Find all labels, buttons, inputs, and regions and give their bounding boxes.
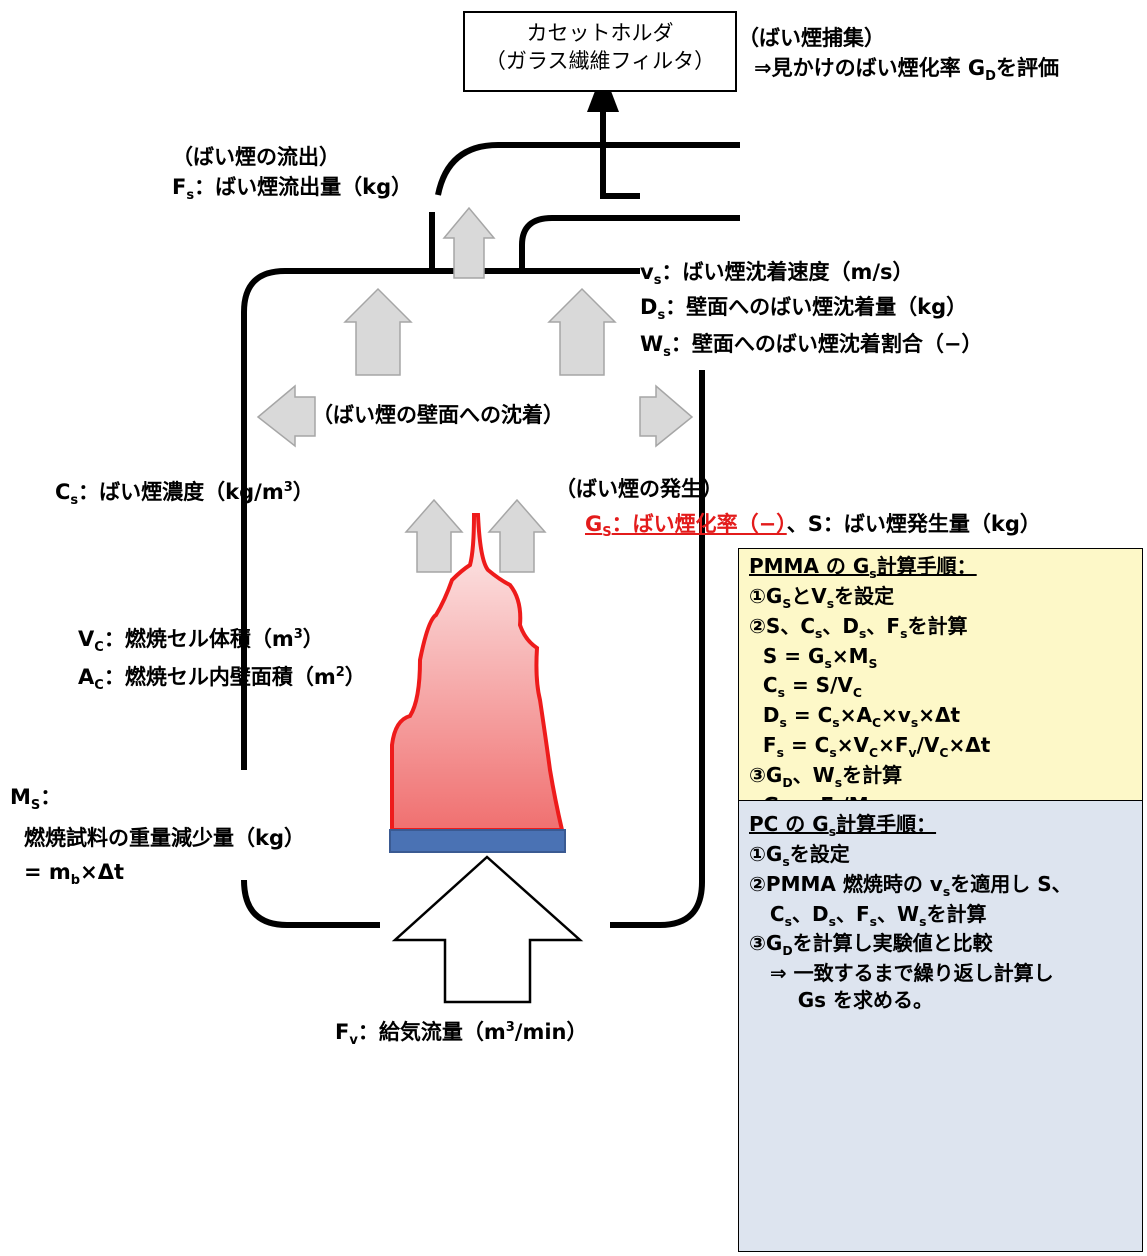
- capture-label: （ばい煙捕集） ⇒見かけのばい煙化率 GDを評価: [738, 26, 1059, 85]
- ws-label: Ws：壁面へのばい煙沈着割合（−）: [640, 332, 983, 361]
- holder-line1: カセットホルダ: [526, 21, 674, 45]
- generation-line1: （ばい煙の発生）: [555, 477, 723, 501]
- outflow-line2: Fs：ばい煙流出量（kg）: [172, 175, 413, 204]
- wall-deposition-label: （ばい煙の壁面への沈着）: [312, 403, 564, 427]
- flame: [390, 513, 565, 832]
- wall-arrow-right: [639, 384, 694, 448]
- rise-arrow-left: [343, 287, 413, 376]
- rise-arrow-right: [547, 287, 617, 376]
- cell-wall-bottom-right: [610, 370, 705, 928]
- procedure-step-line: ①Gsを設定: [749, 841, 850, 869]
- cell-wall-left: [241, 268, 323, 770]
- procedure-step-line: ⇒ 一致するまで繰り返し計算し: [749, 961, 1054, 986]
- ds-label: Ds：壁面へのばい煙沈着量（kg）: [640, 295, 968, 324]
- wall-arrow-left: [256, 384, 316, 448]
- vs-label: vs：ばい煙沈着速度（m/s）: [640, 260, 914, 289]
- gs-highlight: GS：ばい煙化率（−）: [585, 512, 787, 541]
- concentration-label: Cs：ばい煙濃度（kg/m3）: [55, 480, 314, 509]
- procedure-step-line: S = Gs×MS: [749, 643, 878, 671]
- procedure-step-line: ②PMMA 燃焼時の vsを適用し S、: [749, 871, 1072, 899]
- capture-line2: ⇒見かけのばい煙化率 GDを評価: [754, 56, 1059, 85]
- generation-rate-label: GS：ばい煙化率（−）、S：ばい煙発生量（kg）: [585, 512, 1041, 541]
- procedure-step-line: Gs を求める。: [749, 988, 934, 1013]
- procedure-step-line: Ds = Cs×AC×vs×Δt: [749, 703, 961, 731]
- mass-loss-label: MS： 燃焼試料の重量減少量（kg） = mb×Δt: [10, 785, 305, 889]
- holder-line2: （ガラス繊維フィルタ）: [484, 49, 716, 74]
- gen-arrow-left: [404, 498, 464, 573]
- procedure-step-line: Cs、Ds、Fs、Wsを計算: [749, 901, 987, 929]
- sample-plate: [389, 829, 566, 853]
- procedure-step-line: Fs = Cs×VC×Fv/VC×Δt: [749, 733, 991, 761]
- mass-loss-line2: 燃焼試料の重量減少量（kg）: [24, 826, 305, 851]
- cassette-holder-box: カセットホルダ （ガラス繊維フィルタ）: [463, 11, 737, 92]
- procedure-step-line: ③GD、Wsを計算: [749, 763, 903, 791]
- procedure-step-line: ①GSとVsを設定: [749, 583, 895, 611]
- mass-loss-line1: MS：: [10, 785, 62, 814]
- cell-wall-bottom-left: [241, 879, 380, 928]
- outflow-arrow: [442, 206, 496, 279]
- air-supply-label: Fv：給気流量（m3/min）: [335, 1020, 588, 1049]
- duct-outer: [429, 142, 740, 271]
- generation-rest: 、S：ばい煙発生量（kg）: [786, 512, 1041, 536]
- duct-inner: [519, 215, 740, 271]
- outflow-line1: （ばい煙の流出）: [172, 145, 340, 169]
- cell-area-label: AC：燃焼セル内壁面積（m2）: [78, 665, 366, 694]
- air-supply-arrow: [391, 855, 584, 1004]
- cell-volume-label: VC：燃焼セル体積（m3）: [78, 627, 324, 656]
- sampling-pipe: [600, 145, 638, 199]
- mass-loss-line3: = mb×Δt: [24, 860, 125, 889]
- procedure-step-line: ③GDを計算し実験値と比較: [749, 931, 993, 959]
- generation-label: （ばい煙の発生）: [555, 477, 723, 501]
- gen-arrow-right: [487, 498, 547, 573]
- procedure-step-line: Cs = S/VC: [749, 673, 862, 701]
- pc-panel-title: PC の Gs計算手順：: [749, 812, 937, 839]
- capture-line1: （ばい煙捕集）: [738, 26, 885, 50]
- outflow-label: （ばい煙の流出） Fs：ばい煙流出量（kg）: [172, 145, 412, 204]
- pmma-panel-title: PMMA の Gs計算手順：: [749, 554, 977, 581]
- procedure-step-line: ②S、Cs、Ds、Fsを計算: [749, 613, 968, 641]
